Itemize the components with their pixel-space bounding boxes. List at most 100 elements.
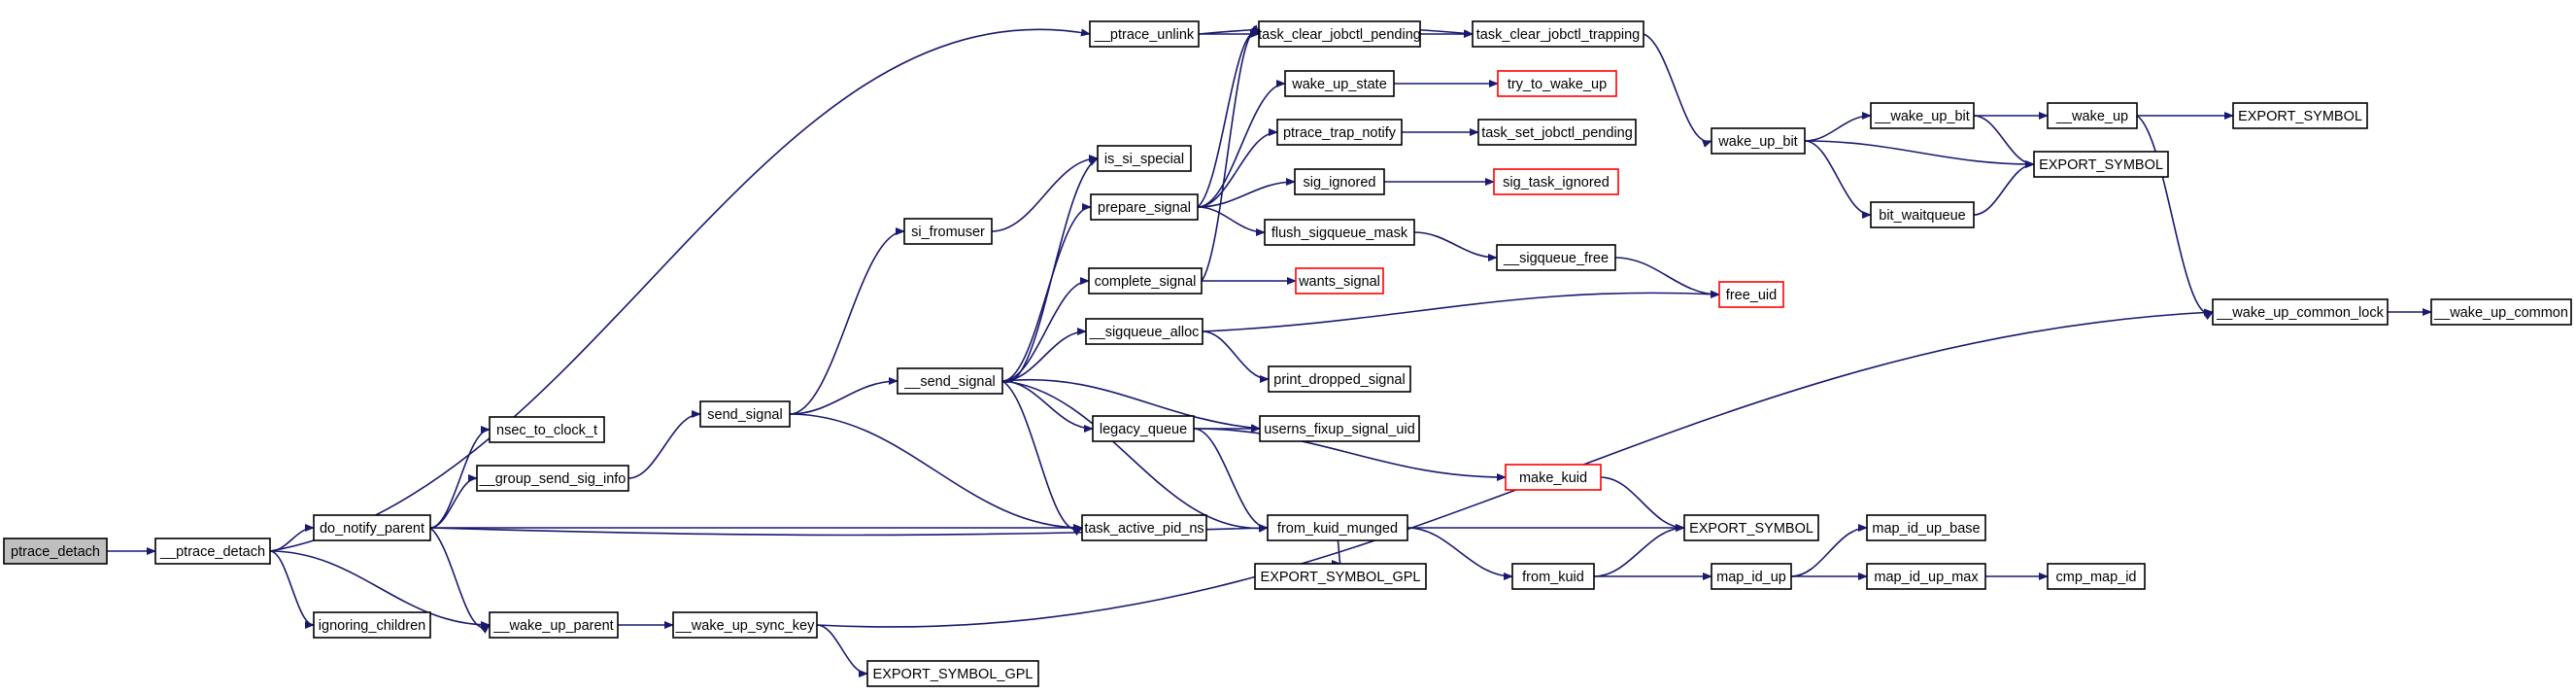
node-prepare-signal[interactable]: prepare_signal — [1090, 193, 1199, 221]
node-map-id-up-max[interactable]: map_id_up_max — [1866, 563, 1986, 590]
node-complete-signal[interactable]: complete_signal — [1088, 267, 1203, 295]
node-wake-up[interactable]: __wake_up — [2047, 102, 2138, 129]
edge-do-notify-parent-to-nsec-to-clock-t — [429, 426, 491, 529]
node-label: send_signal — [707, 407, 782, 423]
node-task-active-pid-ns[interactable]: task_active_pid_ns — [1081, 514, 1207, 541]
node-send-signal[interactable]: __send_signal — [897, 367, 1003, 395]
node-si-fromuser[interactable]: si_fromuser — [903, 218, 993, 245]
node-from-kuid[interactable]: from_kuid — [1511, 563, 1595, 590]
node-label: task_clear_jobctl_pending — [1258, 27, 1421, 43]
node-box — [1254, 563, 1427, 590]
node-export-symbol-3[interactable]: EXPORT_SYMBOL — [2232, 102, 2368, 129]
node-label: from_kuid — [1522, 570, 1584, 585]
edge-send-signal-to-complete-signal — [1001, 277, 1090, 382]
edge-task-clear-jobctl-trapping-to-wake-up-bit — [1643, 33, 1712, 148]
node-label: bit_waitqueue — [1879, 208, 1966, 224]
node-legacy-queue[interactable]: legacy_queue — [1092, 415, 1195, 442]
node-try-to-wake-up[interactable]: try_to_wake_up — [1497, 70, 1617, 97]
node-do-notify-parent[interactable]: do_notify_parent — [313, 514, 431, 541]
node-box — [1493, 168, 1619, 195]
node-label: __send_signal — [903, 374, 996, 390]
node-cmp-map-id[interactable]: cmp_map_id — [2047, 563, 2146, 590]
node-export-symbol-gpl-1[interactable]: EXPORT_SYMBOL_GPL — [1254, 563, 1427, 590]
node-box — [672, 611, 818, 639]
node-wake-up-sync-key[interactable]: __wake_up_sync_key — [672, 611, 818, 639]
node-box — [1711, 563, 1792, 590]
node-wake-up-common[interactable]: __wake_up_common — [2430, 298, 2572, 326]
edge-wake-up-bit-to-export-symbol-2 — [1804, 140, 2035, 168]
node-flush-sigqueue-mask[interactable]: flush_sigqueue_mask — [1264, 219, 1415, 246]
node-from-kuid-munged[interactable]: from_kuid_munged — [1267, 514, 1408, 541]
node-label: __group_send_sig_info — [479, 471, 627, 487]
edge-group-send-sig-info-to-send-signal — [627, 410, 701, 479]
node-make-kuid[interactable]: make_kuid — [1505, 464, 1602, 491]
node-free-uid[interactable]: free_uid — [1718, 281, 1784, 308]
node-wake-up-parent[interactable]: __wake_up_parent — [489, 611, 619, 639]
node-label: __ptrace_detach — [159, 544, 265, 560]
node-export-symbol-1[interactable]: EXPORT_SYMBOL — [1683, 514, 1819, 541]
node-sig-ignored[interactable]: sig_ignored — [1294, 168, 1385, 195]
node-box — [1268, 365, 1411, 393]
node-label: make_kuid — [1519, 470, 1587, 486]
edge-send-signal-to-send-signal — [789, 377, 898, 415]
node-wake-up-state[interactable]: wake_up_state — [1284, 70, 1395, 97]
node-group-send-sig-info[interactable]: __group_send_sig_info — [476, 465, 629, 492]
node-box — [1870, 201, 1975, 228]
node-box — [1472, 20, 1644, 48]
node-task-clear-jobctl-pending[interactable]: task_clear_jobctl_pending — [1258, 20, 1421, 48]
node-print-dropped-signal[interactable]: print_dropped_signal — [1268, 365, 1411, 393]
node-label: try_to_wake_up — [1508, 77, 1607, 92]
node-label: __ptrace_unlink — [1094, 27, 1195, 43]
edge-ptrace-detach-to-do-notify-parent — [269, 524, 315, 552]
node-box — [2232, 102, 2368, 129]
node-nsec-to-clock-t[interactable]: nsec_to_clock_t — [489, 416, 605, 443]
node-label: ignoring_children — [319, 618, 425, 634]
node-task-set-jobctl-pending[interactable]: task_set_jobctl_pending — [1477, 119, 1637, 146]
node-label: sig_task_ignored — [1503, 175, 1610, 191]
node-label: __sigqueue_alloc — [1089, 325, 1200, 340]
edge-prepare-signal-to-flush-sigqueue-mask — [1197, 206, 1266, 236]
node-export-symbol-2[interactable]: EXPORT_SYMBOL — [2033, 151, 2169, 178]
node-map-id-up-base[interactable]: map_id_up_base — [1866, 514, 1986, 541]
node-box — [2033, 151, 2169, 178]
node-label: task_set_jobctl_pending — [1481, 125, 1633, 141]
node-send-signal[interactable]: send_signal — [699, 400, 791, 428]
node-userns-fixup-signal-uid[interactable]: userns_fixup_signal_uid — [1259, 415, 1420, 442]
node-sigqueue-alloc[interactable]: __sigqueue_alloc — [1085, 318, 1203, 345]
node-box — [1097, 145, 1192, 172]
node-export-symbol-gpl-2[interactable]: EXPORT_SYMBOL_GPL — [866, 660, 1039, 687]
node-ptrace-detach[interactable]: __ptrace_detach — [154, 538, 271, 565]
node-label: is_si_special — [1104, 152, 1184, 167]
node-wants-signal[interactable]: wants_signal — [1295, 267, 1384, 295]
node-wake-up-common-lock[interactable]: __wake_up_common_lock — [2212, 298, 2389, 326]
node-sigqueue-free[interactable]: __sigqueue_free — [1496, 244, 1616, 271]
node-box — [1081, 514, 1207, 541]
node-task-clear-jobctl-trapping[interactable]: task_clear_jobctl_trapping — [1472, 20, 1644, 48]
edge-from-kuid-munged-to-from-kuid — [1407, 527, 1513, 580]
node-box — [1496, 244, 1616, 271]
node-wake-up-bit[interactable]: __wake_up_bit — [1870, 102, 1975, 129]
node-box — [2047, 563, 2146, 590]
node-label: userns_fixup_signal_uid — [1264, 422, 1415, 437]
edge-complete-signal-to-task-clear-jobctl-pending — [1201, 24, 1260, 282]
node-label: task_active_pid_ns — [1084, 521, 1203, 537]
node-map-id-up[interactable]: map_id_up — [1711, 563, 1792, 590]
node-label: __wake_up_sync_key — [675, 618, 815, 634]
edge-ptrace-detach-to-ignoring-children — [269, 550, 315, 629]
node-label: __wake_up_common_lock — [2216, 305, 2384, 321]
node-label: __wake_up_bit — [1874, 109, 1970, 124]
node-bit-waitqueue[interactable]: bit_waitqueue — [1870, 201, 1975, 228]
node-label: wake_up_state — [1291, 77, 1387, 92]
node-wake-up-bit[interactable]: wake_up_bit — [1711, 127, 1806, 155]
edge-send-signal-to-si-fromuser — [789, 227, 905, 415]
nodes: ptrace_detach __ptrace_detach __ptrace_unl… — [3, 20, 2572, 687]
node-sig-task-ignored[interactable]: sig_task_ignored — [1493, 168, 1619, 195]
edge-ptrace-detach-to-ptrace-unlink — [269, 28, 1091, 552]
node-label: cmp_map_id — [2055, 570, 2136, 585]
node-label: map_id_up_base — [1872, 521, 1980, 537]
node-ptrace-unlink[interactable]: __ptrace_unlink — [1089, 20, 1200, 48]
node-ptrace-trap-notify[interactable]: ptrace_trap_notify — [1276, 119, 1403, 146]
node-ignoring-children[interactable]: ignoring_children — [313, 611, 431, 639]
node-is-si-special[interactable]: is_si_special — [1097, 145, 1192, 172]
node-ptrace-detach[interactable]: ptrace_detach — [3, 538, 108, 565]
